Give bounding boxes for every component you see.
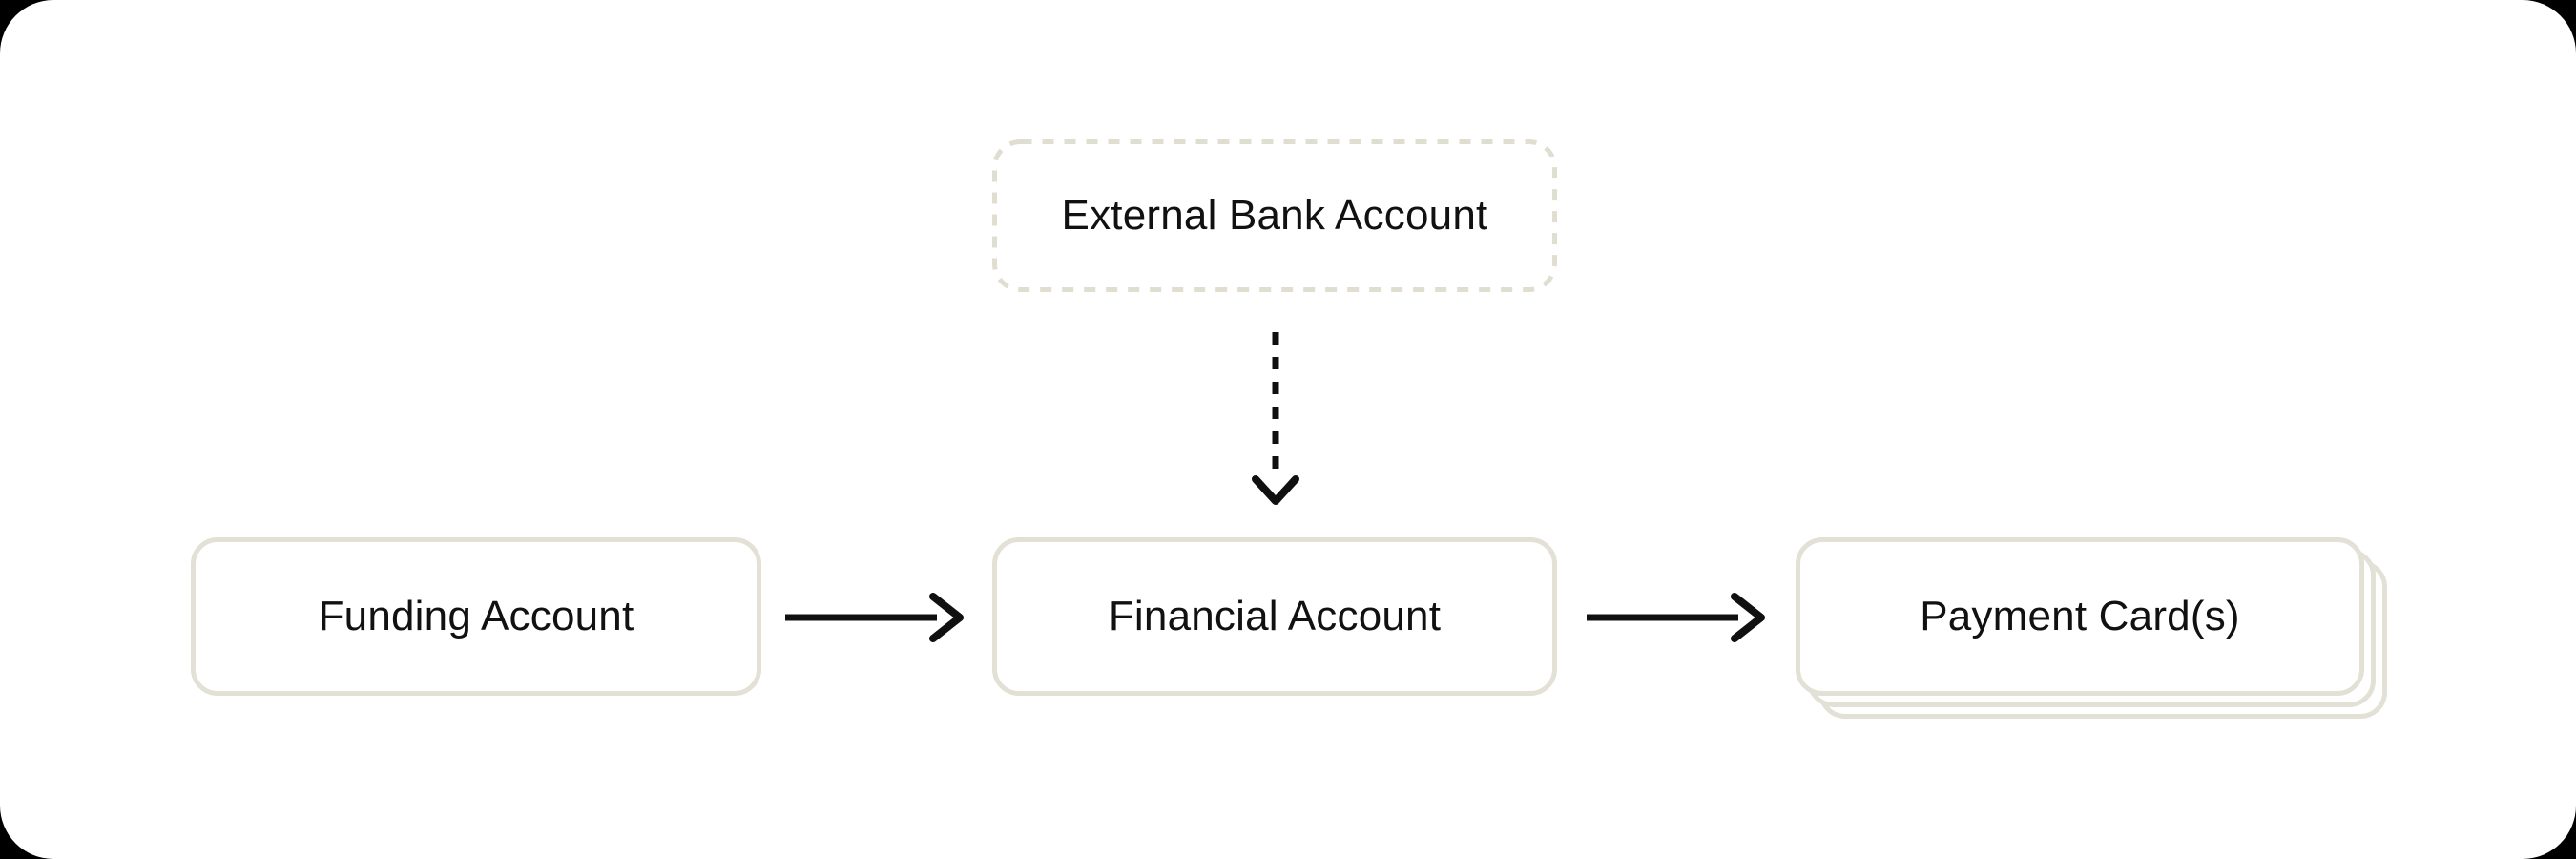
node-label: External Bank Account [1061,191,1488,239]
arrow-down-dashed-icon [1252,332,1299,505]
node-funding-account: Funding Account [191,537,761,696]
node-payment-cards-stack: Payment Card(s) [1796,537,2387,719]
arrow-right-icon [785,593,964,642]
arrow-right-icon [1587,593,1765,642]
dashed-border-outline [992,139,1557,292]
node-financial-account: Financial Account [992,537,1557,696]
node-label: Payment Card(s) [1920,592,2240,639]
node-label: Funding Account [318,592,634,639]
node-external-bank-account: External Bank Account [992,139,1557,292]
node-label: Financial Account [1108,592,1442,639]
node-payment-cards: Payment Card(s) [1796,537,2364,696]
